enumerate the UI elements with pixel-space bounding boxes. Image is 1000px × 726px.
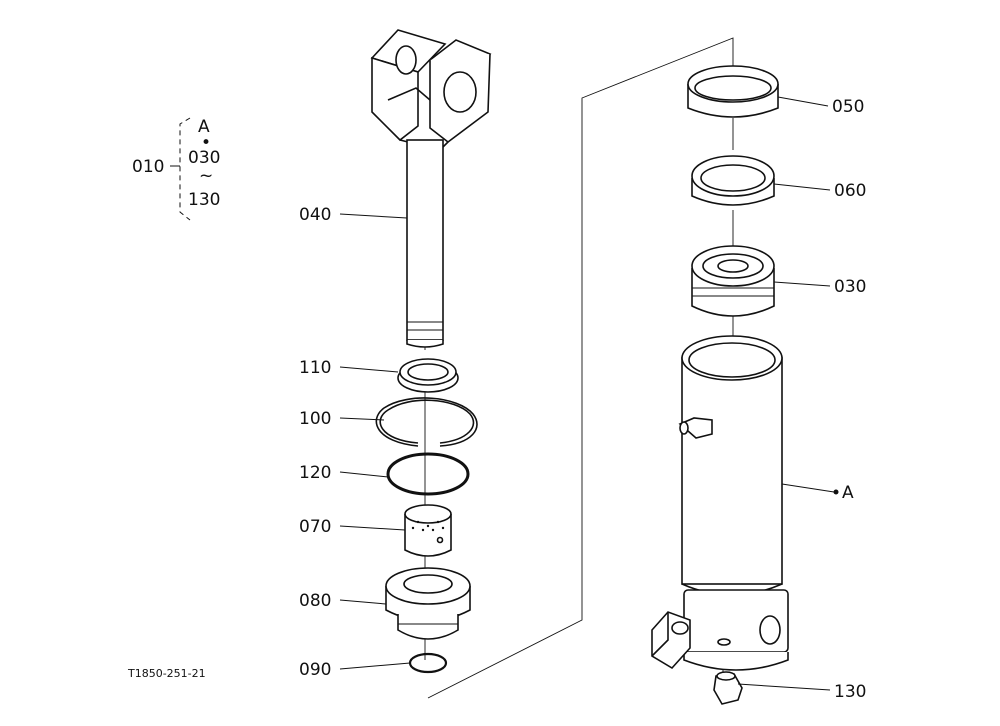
gland-080 bbox=[385, 567, 471, 640]
callout-030: 030 bbox=[834, 277, 866, 297]
callout-100: 100 bbox=[299, 409, 331, 429]
legend-item-tilde: ~ bbox=[199, 166, 213, 186]
callout-120: 120 bbox=[299, 463, 331, 483]
callout-a: A bbox=[842, 483, 854, 503]
bushing-070 bbox=[404, 504, 452, 557]
callout-080: 080 bbox=[299, 591, 331, 611]
legend-item-a: A bbox=[198, 117, 210, 137]
callout-090: 090 bbox=[299, 660, 331, 680]
legend-main-ref: 010 bbox=[132, 157, 164, 177]
piston-030 bbox=[691, 245, 775, 317]
callout-labels: 040 110 100 120 070 080 090 050 060 030 … bbox=[299, 97, 866, 702]
callout-050: 050 bbox=[832, 97, 864, 117]
seal-060 bbox=[691, 155, 775, 206]
callout-040: 040 bbox=[299, 205, 331, 225]
backup-ring-050 bbox=[687, 65, 779, 118]
callout-110: 110 bbox=[299, 358, 331, 378]
cylinder-tube-a bbox=[651, 335, 789, 671]
wiper-seal-110 bbox=[397, 358, 459, 393]
legend-group: 010 A • 030 ~ 130 bbox=[132, 117, 220, 221]
callout-060: 060 bbox=[834, 181, 866, 201]
callout-130: 130 bbox=[834, 682, 866, 702]
o-ring-090 bbox=[408, 652, 448, 674]
grease-nipple-130 bbox=[713, 671, 743, 705]
snap-ring-100 bbox=[375, 397, 478, 447]
leader-lines bbox=[339, 96, 839, 691]
piston-rod-040 bbox=[370, 29, 492, 348]
legend-item-030: 030 bbox=[188, 148, 220, 168]
drawing-code: T1850-251-21 bbox=[127, 667, 206, 680]
o-ring-120 bbox=[386, 452, 470, 496]
legend-item-130: 130 bbox=[188, 190, 220, 210]
legend-item-dot: • bbox=[201, 133, 211, 153]
callout-070: 070 bbox=[299, 517, 331, 537]
